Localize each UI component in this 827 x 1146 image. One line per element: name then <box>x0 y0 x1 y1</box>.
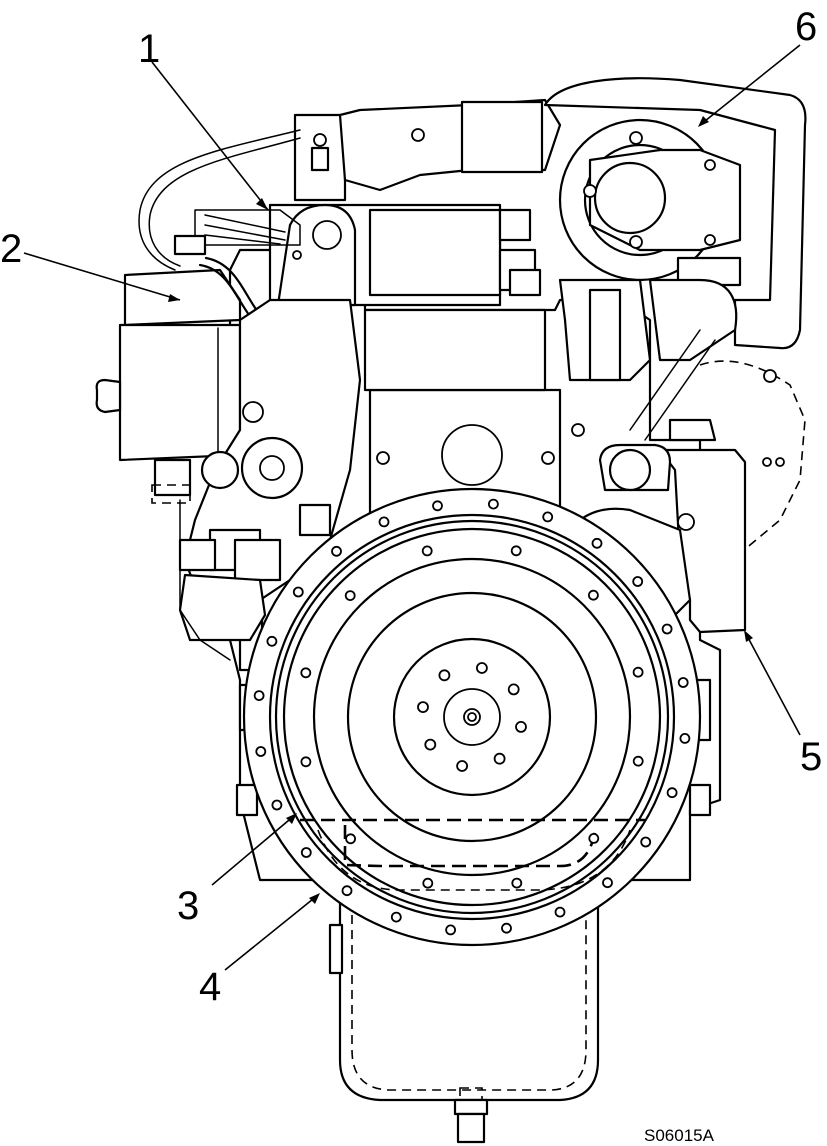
bolt-hole <box>487 498 499 510</box>
bolt-hole <box>510 545 522 557</box>
bolt-hole <box>588 833 600 844</box>
bolt-hole <box>390 911 402 923</box>
bolt-hole <box>515 721 527 733</box>
bolt-hole <box>493 752 506 765</box>
callout-2-label: 2 <box>0 227 22 271</box>
bolt-hole <box>300 847 312 858</box>
bolt-hole <box>632 576 644 587</box>
bolt-hole <box>591 537 603 549</box>
bolt-hole <box>344 590 356 601</box>
bolt-hole <box>475 662 488 674</box>
bolt-hole <box>632 755 644 767</box>
bolt-hole <box>511 877 523 889</box>
turbocharger <box>543 77 807 556</box>
callout-6-label: 6 <box>795 5 817 49</box>
bolt-hole <box>341 885 353 897</box>
callout-1-label: 1 <box>138 27 160 71</box>
bolt-hole <box>507 683 520 696</box>
bolt-hole <box>438 669 451 682</box>
bolt-hole <box>421 545 433 557</box>
bolt-hole <box>501 922 512 934</box>
callout-5-label: 5 <box>800 735 822 779</box>
bolt-hole <box>456 760 469 772</box>
bolt-hole <box>445 924 457 936</box>
bolt-hole <box>679 733 691 744</box>
bolt-hole <box>666 787 678 799</box>
flywheel-bolt-holes <box>253 498 691 936</box>
callout-3-label: 3 <box>177 884 199 928</box>
bolt-hole <box>542 511 554 523</box>
bolt-hole <box>661 623 673 635</box>
bolt-hole <box>271 799 283 811</box>
flywheel <box>274 519 670 915</box>
bolt-hole <box>253 690 265 701</box>
fuel-filter <box>95 256 362 661</box>
bolt-hole <box>640 836 652 848</box>
bolt-hole <box>588 589 599 601</box>
bolt-hole <box>266 635 278 647</box>
bolt-hole <box>331 545 342 557</box>
bolt-hole <box>424 738 437 751</box>
figure-id-label: S06015A <box>644 1126 715 1145</box>
bolt-hole <box>554 906 566 918</box>
bolt-hole <box>292 586 304 598</box>
bolt-hole <box>255 746 267 757</box>
bolt-hole <box>300 756 312 768</box>
bolt-hole <box>378 516 390 528</box>
callout-4-label: 4 <box>199 965 221 1009</box>
bolt-hole <box>417 701 429 713</box>
bolt-hole <box>422 877 434 889</box>
bolt-hole <box>602 877 613 889</box>
callout-leaders <box>23 44 801 971</box>
bolt-hole <box>345 833 357 845</box>
bolt-hole <box>300 667 312 679</box>
bolt-hole <box>432 500 443 512</box>
bolt-hole <box>632 666 644 678</box>
bolt-hole <box>677 677 689 688</box>
